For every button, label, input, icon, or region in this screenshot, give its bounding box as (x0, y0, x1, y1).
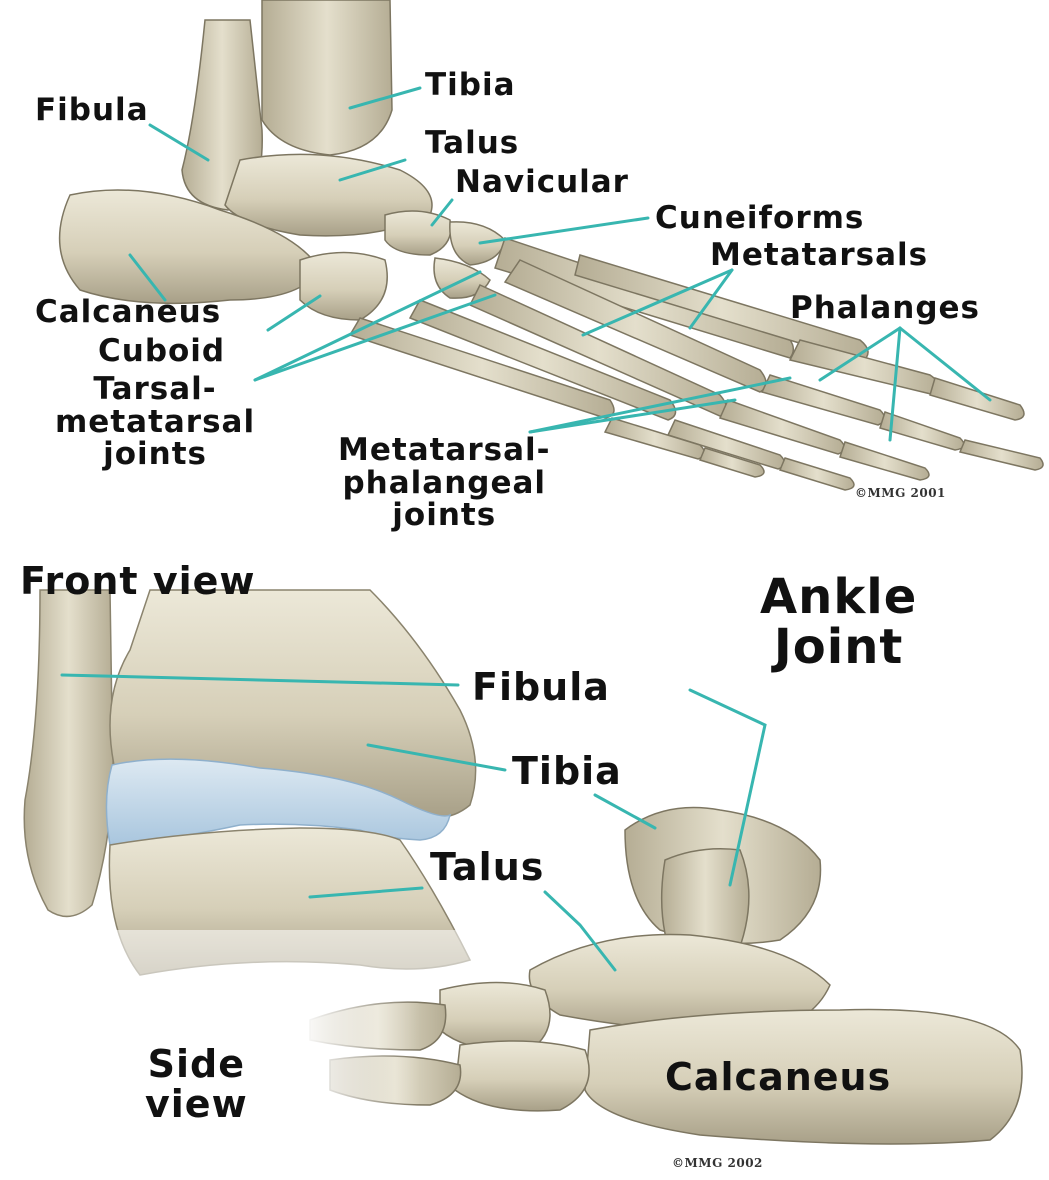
label-fibula: Fibula (35, 95, 149, 126)
label-fibula-bottom: Fibula (472, 668, 610, 706)
label-navicular: Navicular (455, 167, 629, 198)
front-view-fade (0, 930, 520, 990)
ankle-joint-title: Ankle Joint (760, 572, 917, 673)
fibula-front-bone (24, 590, 113, 916)
label-side-view: Side view (145, 1045, 248, 1125)
phalanx-bone-11 (960, 440, 1043, 470)
tibia-bone (262, 0, 392, 155)
cuneiform-bone-1 (450, 222, 505, 265)
label-talus-bottom: Talus (430, 848, 544, 886)
label-calcaneus-top: Calcaneus (35, 297, 221, 328)
label-cuboid: Cuboid (98, 336, 225, 367)
copyright-2002: ©MMG 2002 (672, 1157, 763, 1169)
label-tibia: Tibia (425, 70, 516, 101)
cuboid-side-bone (455, 1041, 589, 1111)
label-tibia-bottom: Tibia (512, 752, 622, 790)
label-metatarsal-phalangeal-joints: Metatarsal- phalangeal joints (338, 434, 551, 532)
label-cuneiforms: Cuneiforms (655, 203, 864, 234)
label-talus: Talus (425, 128, 519, 159)
label-front-view: Front view (20, 562, 256, 600)
front-view-illustration (24, 590, 475, 975)
label-metatarsals: Metatarsals (710, 240, 928, 271)
phalanx-bone-8 (780, 458, 854, 490)
label-tarsal-metatarsal-joints: Tarsal- metatarsal joints (55, 373, 255, 471)
leader-line (595, 795, 655, 828)
copyright-2001: ©MMG 2001 (855, 487, 946, 499)
side-view-fade (300, 990, 420, 1140)
leader-line (480, 218, 648, 243)
label-calcaneus-bottom: Calcaneus (665, 1058, 891, 1096)
cuboid-bone (300, 253, 387, 321)
label-phalanges: Phalanges (790, 293, 980, 324)
leader-line (268, 296, 320, 330)
phalanx-bone-2 (930, 378, 1024, 420)
navicular-side-bone (440, 983, 550, 1051)
phalanx-bone-6 (840, 442, 929, 480)
phalanx-bone-3 (762, 375, 885, 425)
navicular-bone (385, 211, 451, 255)
